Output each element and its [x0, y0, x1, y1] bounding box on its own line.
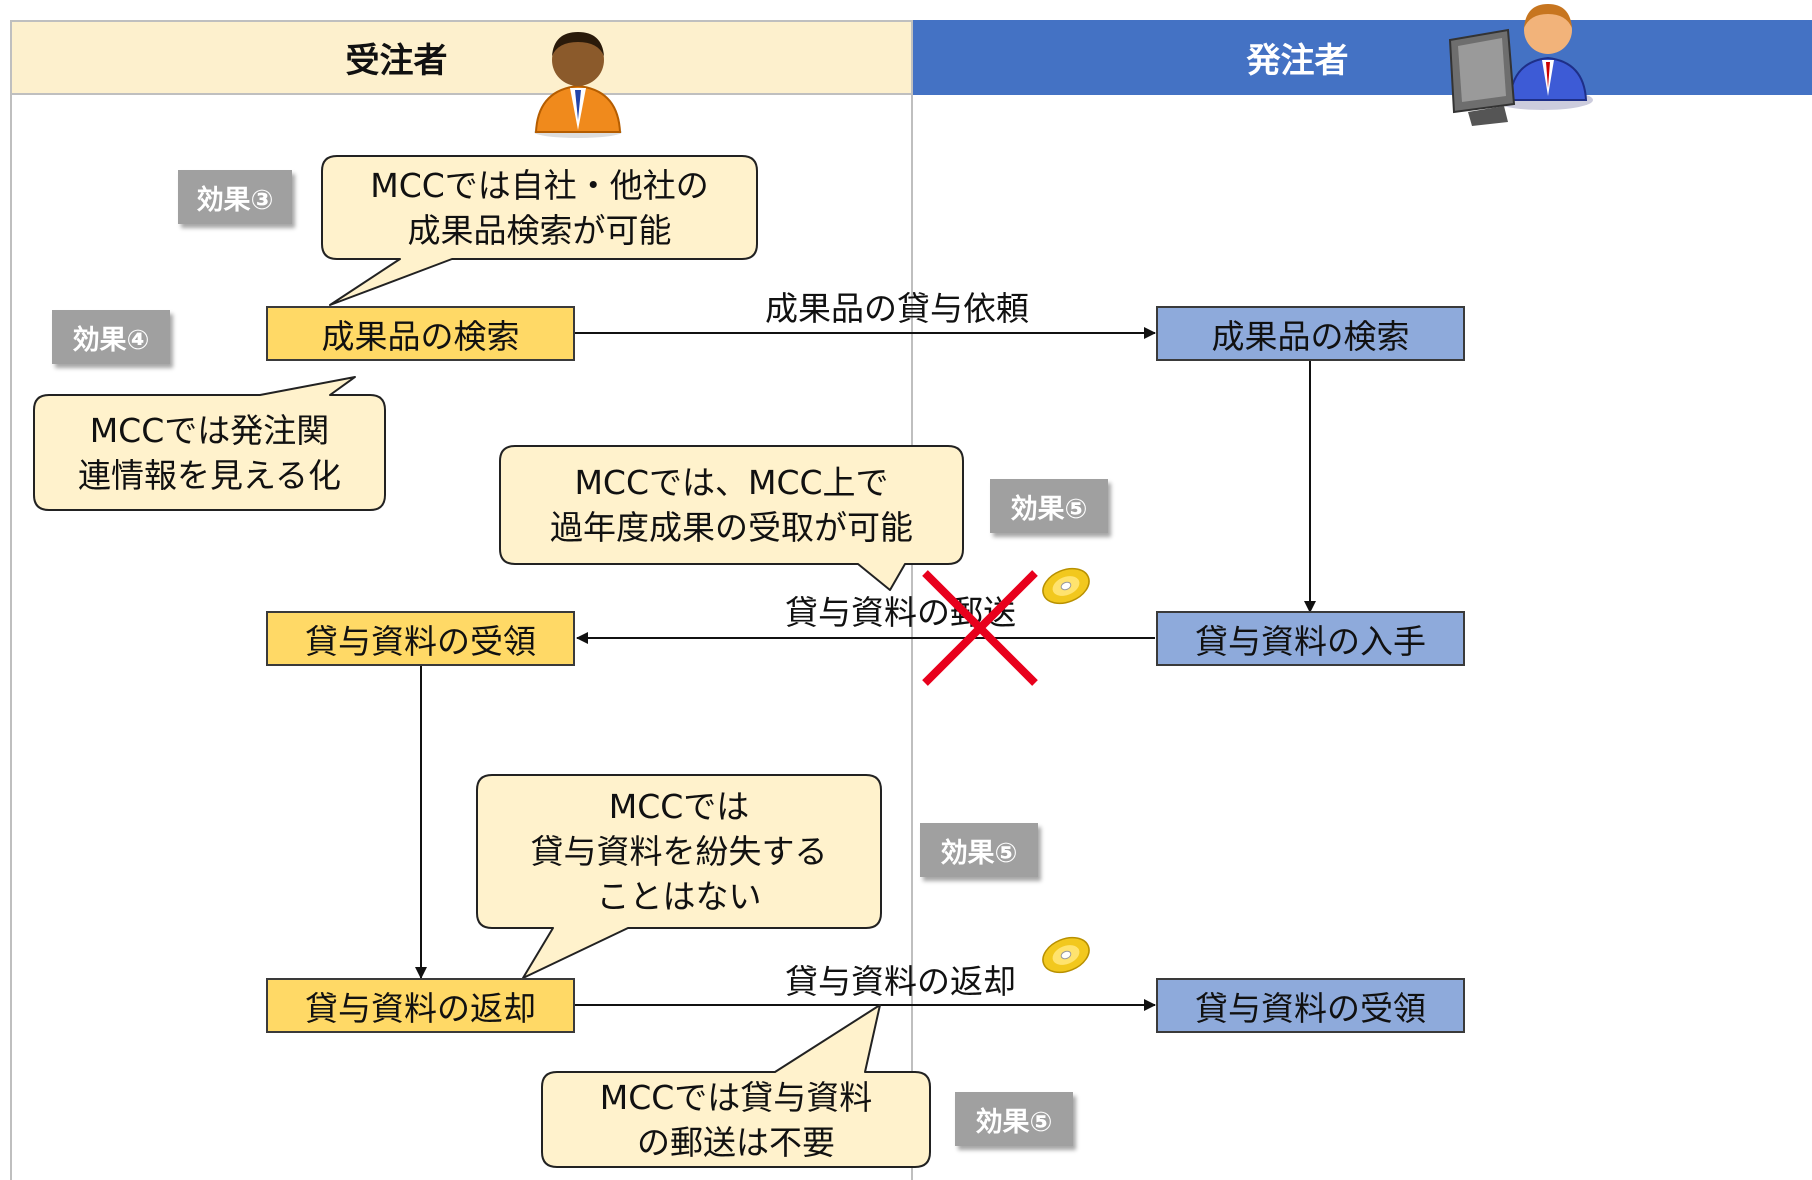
cross-mark-icon: [922, 570, 1038, 686]
lane-title-contractor: 受注者: [345, 41, 448, 81]
callout-search-other: MCCでは自社・他社の成果品検索が可能: [370, 165, 709, 250]
lane-title-client: 発注者: [1246, 41, 1349, 81]
callout-past-results: MCCでは、MCC上で過年度成果の受取が可能: [550, 463, 913, 547]
process-search-contractor: 成果品の検索: [266, 306, 575, 361]
process-receive-returned: 貸与資料の受領: [1156, 978, 1465, 1033]
flow-label-loan-request: 成果品の貸与依頼: [765, 289, 1029, 328]
lane-header-client: 発注者: [913, 20, 1812, 95]
cd-disc-icon: [1042, 567, 1090, 605]
process-receive-loan: 貸与資料の受領: [266, 611, 575, 666]
callout-no-loss: MCCでは貸与資料を紛失することはない: [530, 787, 828, 916]
flow-label-return-loan: 貸与資料の返却: [785, 962, 1016, 1001]
callout-no-mail: MCCでは貸与資料の郵送は不要: [599, 1077, 873, 1162]
callout-no-mail-shape: [541, 1004, 931, 1168]
callout-no-loss-shape: [476, 774, 882, 979]
process-return-loan: 貸与資料の返却: [266, 978, 575, 1033]
effect-badge-5-bottom: 効果⑤: [955, 1092, 1073, 1146]
callout-past-results-shape: [499, 445, 964, 591]
callout-visualize-shape: [33, 376, 386, 511]
process-search-client: 成果品の検索: [1156, 306, 1465, 361]
callout-search-other-shape: [321, 155, 758, 306]
person-orange-icon: [534, 32, 622, 138]
callout-visualize: MCCでは発注関連情報を見える化: [77, 410, 341, 495]
person-computer-icon: [1448, 4, 1593, 126]
effect-badge-5-middle: 効果⑤: [920, 823, 1038, 877]
cd-disc-icon: [1042, 936, 1090, 974]
effect-badge-3: 効果③: [178, 170, 292, 224]
effect-badge-5-top: 効果⑤: [990, 479, 1108, 533]
process-obtain-loan: 貸与資料の入手: [1156, 611, 1465, 666]
lane-header-contractor: 受注者: [10, 20, 913, 95]
effect-badge-4: 効果④: [52, 310, 170, 364]
